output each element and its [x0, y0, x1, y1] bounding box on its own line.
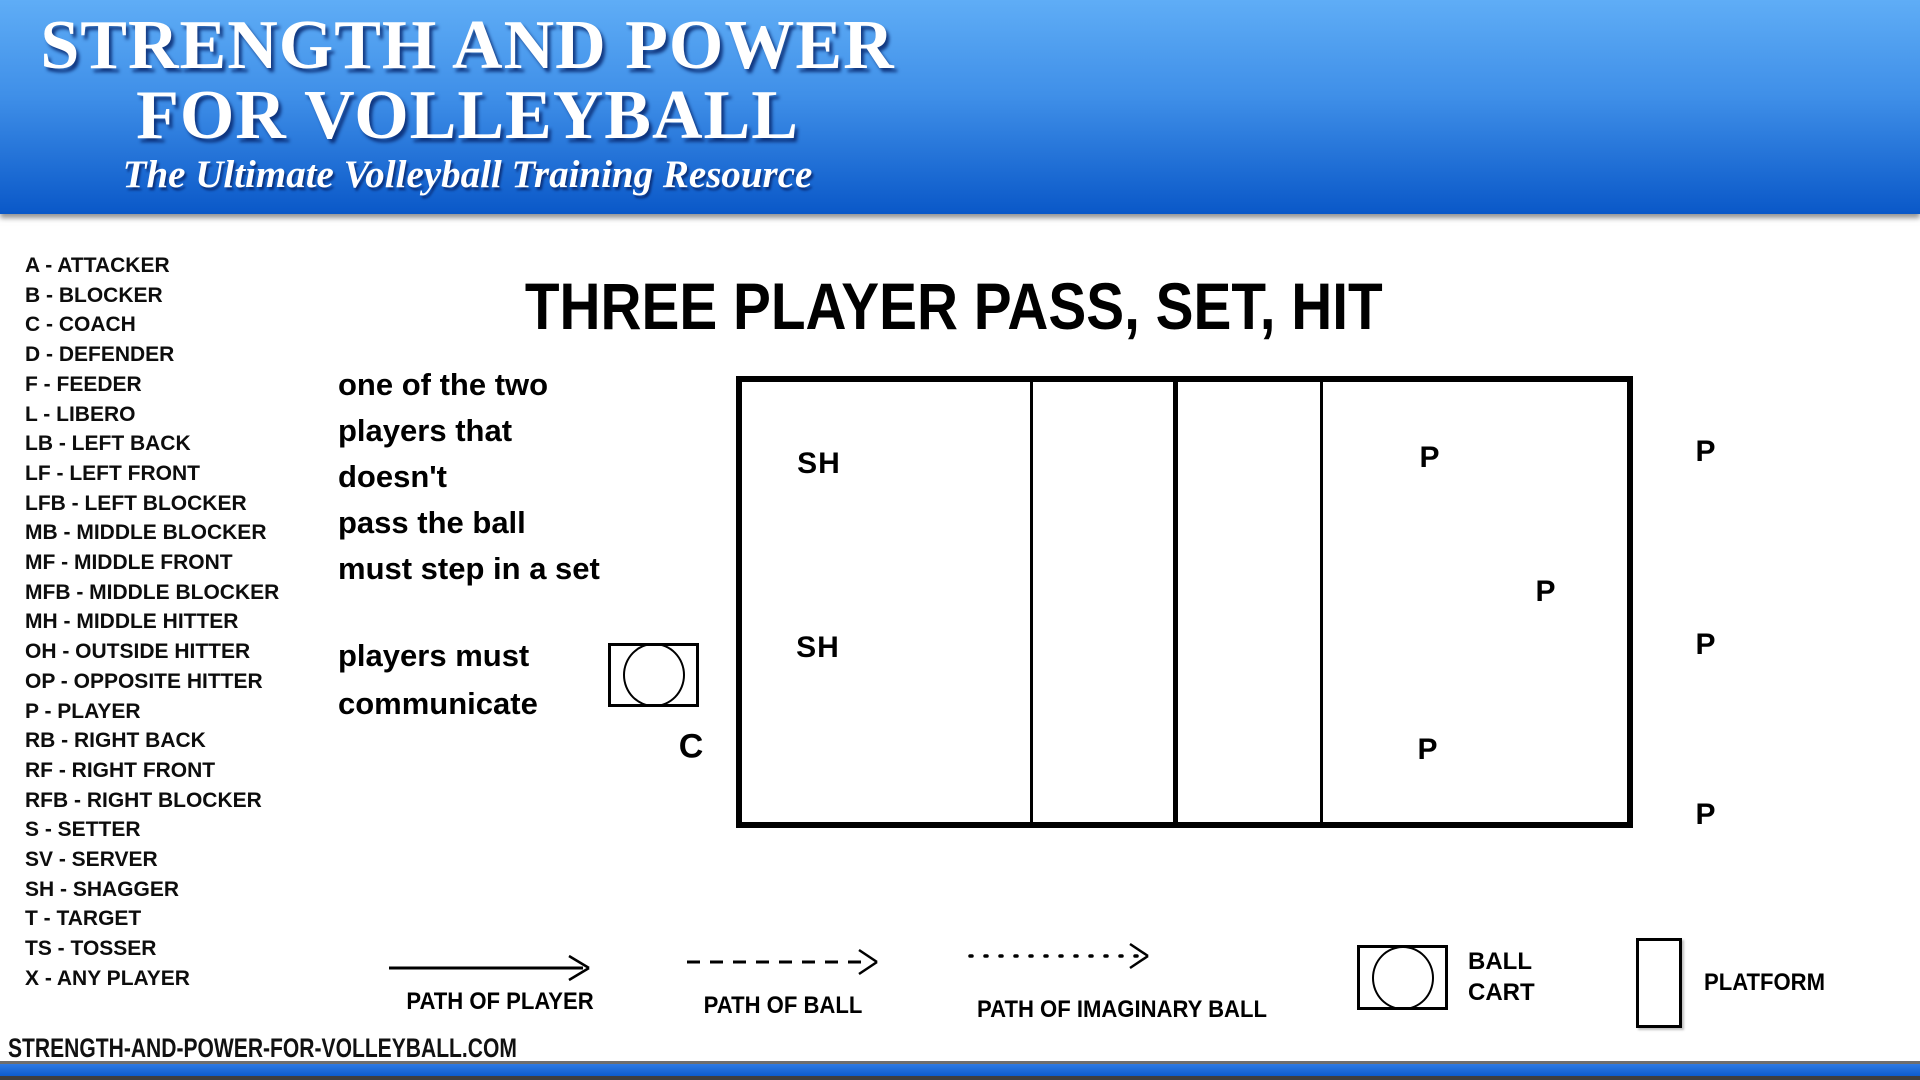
note1-line-4: must step in a set [338, 551, 600, 586]
abbreviation-item-20: SV - SERVER [25, 848, 158, 872]
abbreviation-item-16: RB - RIGHT BACK [25, 729, 206, 753]
attack-line-right [1320, 382, 1323, 822]
ball-cart-symbol [608, 643, 699, 707]
note1-line-1: players that [338, 413, 513, 448]
drill-title-text: THREE PLAYER PASS, SET, HIT [524, 269, 1383, 343]
coach-position-label: C [678, 727, 704, 766]
ball-cart-label-line2: CART [1468, 979, 1535, 1006]
note1-line-2: doesn't [338, 459, 447, 494]
path-of-imaginary-ball-arrow [968, 942, 1149, 970]
abbreviation-item-9: MB - MIDDLE BLOCKER [25, 521, 267, 545]
net-line [1173, 382, 1178, 822]
abbreviation-item-2: C - COACH [25, 313, 136, 337]
abbreviation-item-12: MH - MIDDLE HITTER [25, 610, 239, 634]
path-of-imaginary-ball-label: PATH OF IMAGINARY BALL [977, 996, 1267, 1023]
abbreviation-item-22: T - TARGET [25, 907, 142, 931]
note1-line-0: one of the two [338, 367, 549, 402]
platform-symbol [1636, 938, 1682, 1028]
footer-bar-top-edge [0, 1061, 1920, 1064]
abbreviation-item-15: P - PLAYER [25, 699, 141, 723]
site-title-line2: FOR VOLLEYBALL [136, 77, 799, 154]
drill-note-step-in-set: one of the two players that doesn't pass th… [338, 362, 600, 592]
player-position-label-sh-1: SH [796, 631, 840, 664]
abbreviation-item-1: B - BLOCKER [25, 283, 163, 307]
player-position-label-p-2: P [1419, 441, 1441, 474]
player-position-label-p-4: P [1417, 733, 1439, 766]
site-title-block: STRENGTH AND POWER FOR VOLLEYBALL The Ul… [0, 0, 935, 214]
abbreviation-item-18: RFB - RIGHT BLOCKER [25, 788, 262, 812]
volleyball-court [736, 376, 1633, 828]
abbreviation-legend: A - ATTACKER B - BLOCKER C - COACH D - DEFE… [25, 251, 279, 994]
abbreviation-item-14: OP - OPPOSITE HITTER [25, 669, 263, 693]
player-position-label-p-7: P [1695, 798, 1717, 831]
abbreviation-item-21: SH - SHAGGER [25, 877, 180, 901]
abbreviation-item-7: LF - LEFT FRONT [25, 461, 200, 485]
ball-cart-legend-symbol [1357, 945, 1448, 1010]
player-position-label-p-6: P [1695, 628, 1717, 661]
attack-line-left [1030, 382, 1033, 822]
ball-cart-label-line1: BALL [1468, 948, 1532, 975]
site-title-line1: STRENGTH AND POWER [40, 7, 895, 84]
abbreviation-item-6: LB - LEFT BACK [25, 432, 191, 456]
path-of-player-label: PATH OF PLAYER [406, 988, 594, 1015]
abbreviation-item-11: MFB - MIDDLE BLOCKER [25, 580, 280, 604]
path-of-ball-label: PATH OF BALL [703, 992, 863, 1019]
player-position-label-sh-0: SH [797, 447, 841, 480]
player-position-label-p-3: P [1535, 575, 1557, 608]
abbreviation-item-3: D - DEFENDER [25, 343, 175, 367]
abbreviation-item-5: L - LIBERO [25, 402, 136, 426]
footer-bar-bottom-edge [0, 1076, 1920, 1080]
footer-bar-blue-stripe [0, 1064, 1920, 1076]
site-header-banner: STRENGTH AND POWER FOR VOLLEYBALL The Ul… [0, 0, 1920, 214]
abbreviation-item-10: MF - MIDDLE FRONT [25, 551, 233, 575]
abbreviation-item-13: OH - OUTSIDE HITTER [25, 640, 251, 664]
path-of-player-arrow [389, 954, 590, 982]
abbreviation-item-23: TS - TOSSER [25, 937, 157, 961]
player-position-label-p-5: P [1695, 435, 1717, 468]
note2-line-1: communicate [338, 686, 538, 721]
abbreviation-item-24: X - ANY PLAYER [25, 966, 190, 990]
ball-cart-legend-label: BALL CART [1468, 946, 1535, 1008]
drill-note-communicate: players must communicate [338, 632, 538, 728]
note2-line-0: players must [338, 638, 530, 673]
abbreviation-item-8: LFB - LEFT BLOCKER [25, 491, 247, 515]
abbreviation-item-17: RF - RIGHT FRONT [25, 758, 216, 782]
footer-bar [0, 1061, 1920, 1080]
abbreviation-item-4: F - FEEDER [25, 372, 142, 396]
site-tagline: The Ultimate Volleyball Training Resourc… [122, 153, 813, 196]
path-of-ball-arrow [687, 948, 878, 976]
abbreviation-item-0: A - ATTACKER [25, 254, 170, 277]
note1-line-3: pass the ball [338, 505, 526, 540]
website-url: STRENGTH-AND-POWER-FOR-VOLLEYBALL.COM [8, 1033, 517, 1063]
platform-legend-label: PLATFORM [1704, 969, 1826, 996]
drill-title: THREE PLAYER PASS, SET, HIT [455, 268, 1430, 344]
abbreviation-item-19: S - SETTER [25, 818, 141, 842]
ball-icon [622, 643, 685, 707]
ball-icon [1371, 945, 1434, 1010]
